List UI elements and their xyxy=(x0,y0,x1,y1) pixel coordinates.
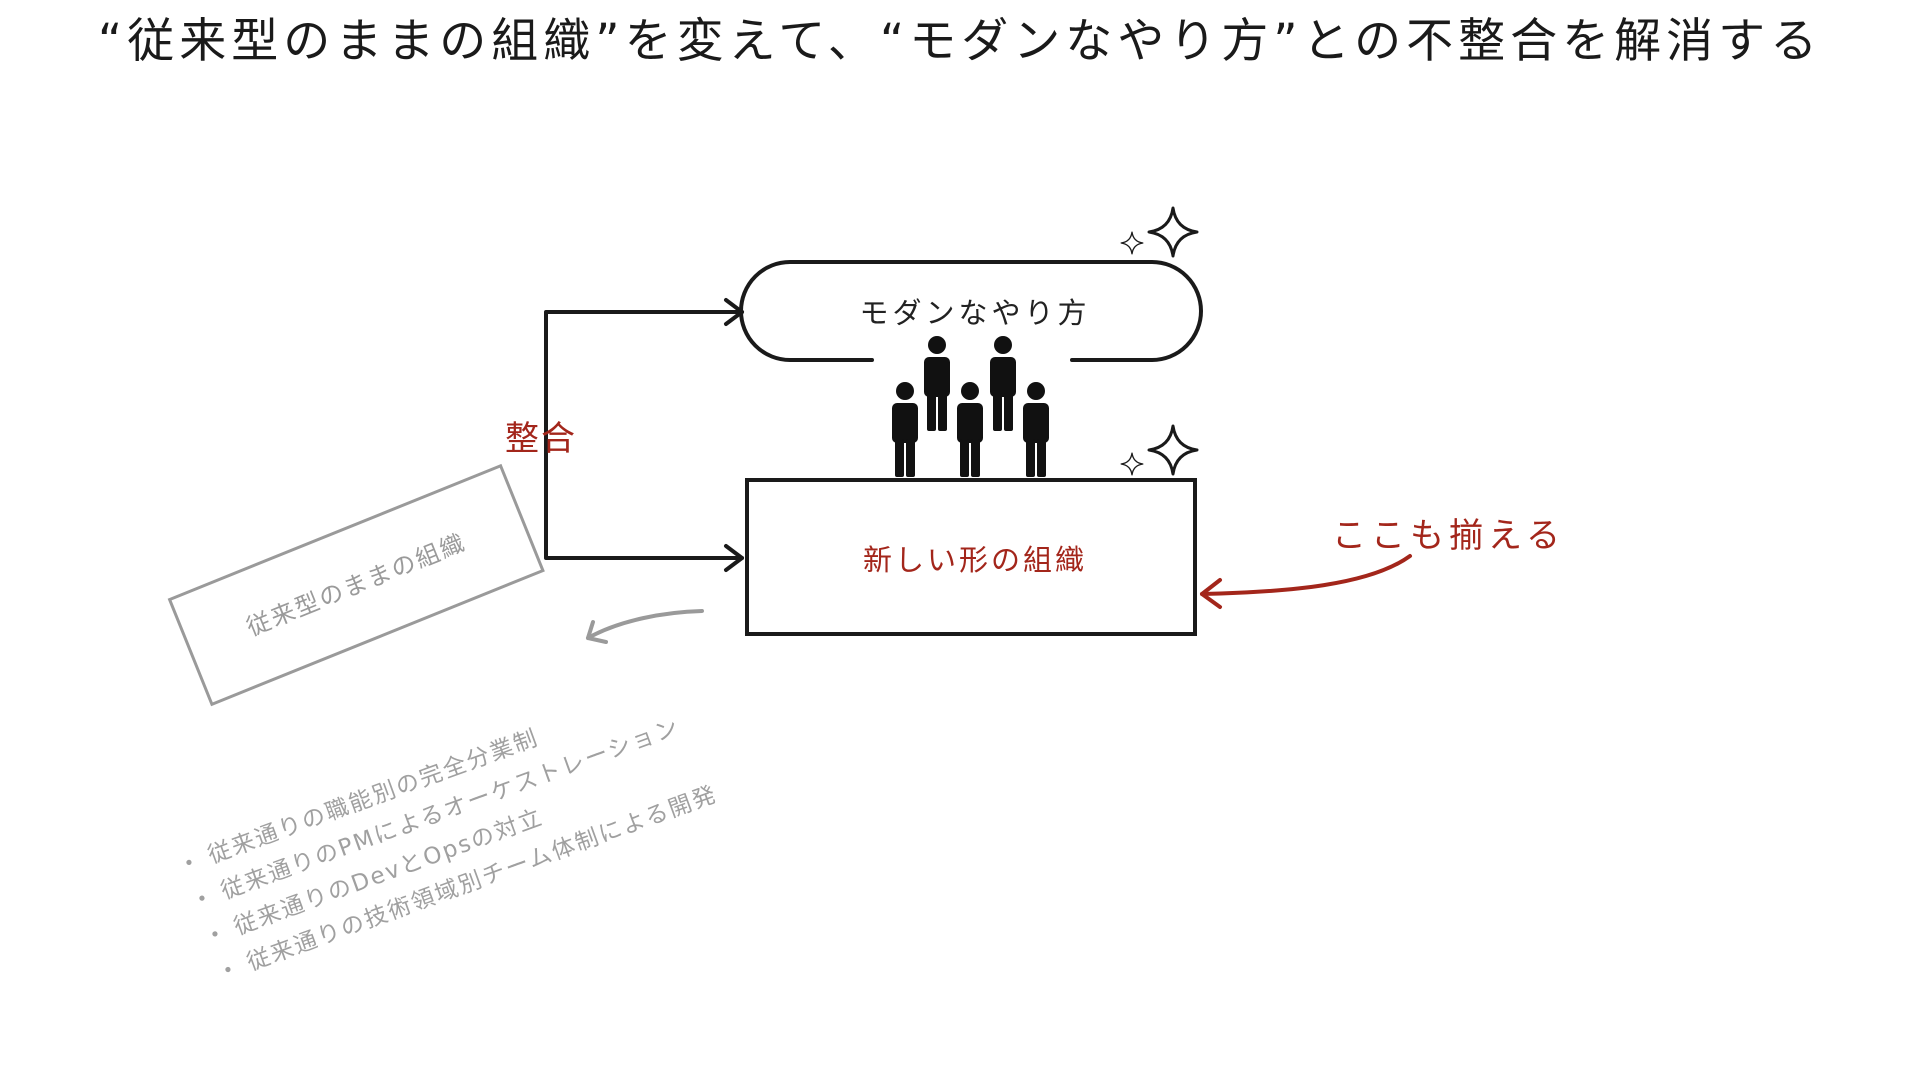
arrow-icon xyxy=(724,544,744,572)
person-icon xyxy=(990,336,1016,431)
sparkle-icon xyxy=(1120,424,1199,476)
arrow-icon xyxy=(724,298,744,326)
transition-arrow xyxy=(586,609,704,644)
modern-way-label: モダンなやり方 xyxy=(859,296,1091,330)
new-org-box xyxy=(745,478,1197,636)
align-arrow xyxy=(1200,554,1412,609)
new-org-label: 新しい形の組織 xyxy=(862,543,1087,577)
alignment-arrows xyxy=(544,298,744,572)
arrow-icon xyxy=(586,620,608,644)
modern-way-box xyxy=(739,260,1203,362)
people-group xyxy=(892,336,1049,477)
arrow-icon xyxy=(1200,578,1222,609)
person-icon xyxy=(957,382,983,477)
alignment-label: 整合 xyxy=(505,419,577,459)
also-align-label: ここも揃える xyxy=(1332,516,1565,556)
person-icon xyxy=(1023,382,1049,477)
sparkle-icon xyxy=(1120,206,1199,258)
slide-title: “従来型のままの組織”を変えて、“モダンなやり方”との不整合を解消する xyxy=(97,14,1823,69)
person-icon xyxy=(924,336,950,431)
person-icon xyxy=(892,382,918,477)
